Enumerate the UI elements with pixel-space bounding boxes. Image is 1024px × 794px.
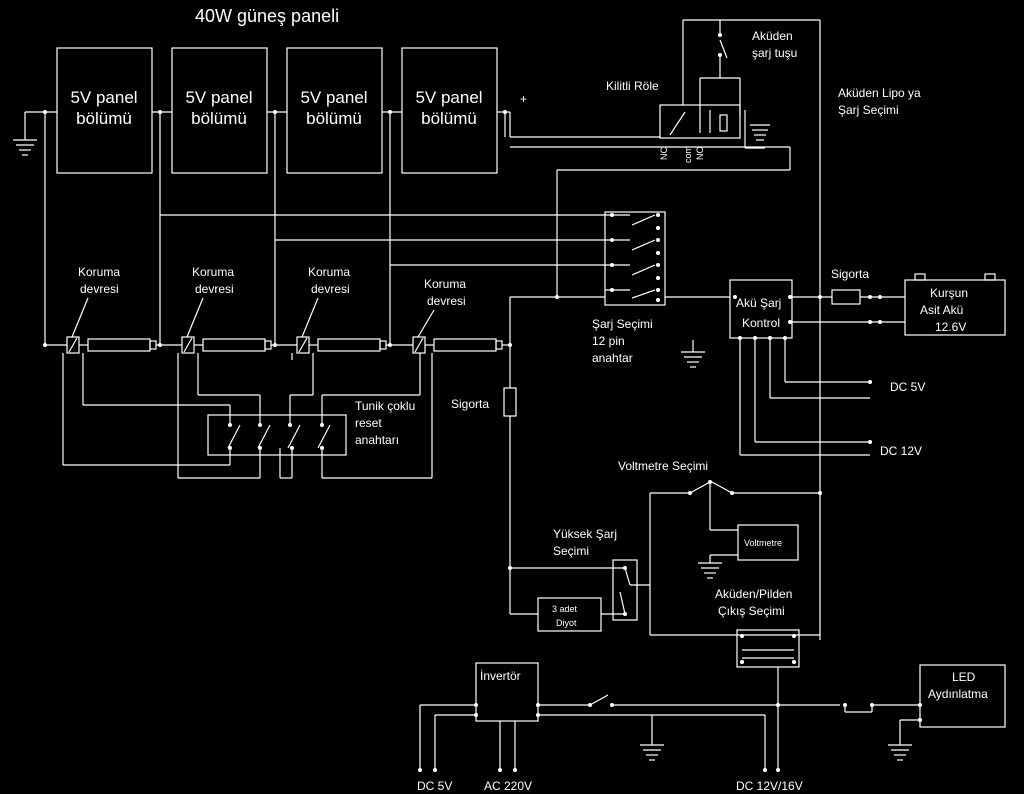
charge-selection-line2: 12 pin xyxy=(592,334,625,348)
diagram-title: 40W güneş paneli xyxy=(195,6,339,26)
panel-label-line1: 5V panel xyxy=(70,88,137,107)
devresi-label: devresi xyxy=(195,282,234,296)
devresi-label: devresi xyxy=(80,282,119,296)
charge-controller-line2: Kontrol xyxy=(742,316,780,330)
lead-acid-battery: Kurşun Asit Akü 12.6V xyxy=(870,273,1006,336)
koruma-label: Koruma xyxy=(192,265,234,279)
charge-selection-switch: Şarj Seçimi 12 pin anahtar xyxy=(509,211,730,365)
panel-label-line1: 5V panel xyxy=(415,88,482,107)
junction-dots xyxy=(43,33,922,772)
protection-labels: Koruma devresi Koruma devresi Koruma dev… xyxy=(78,265,466,308)
devresi-label: devresi xyxy=(427,294,466,308)
panel-section-1: 5V panel bölümü xyxy=(56,47,153,174)
inverter-label: İnvertör xyxy=(480,669,521,683)
panel-label-line1: 5V panel xyxy=(185,88,252,107)
bottom-ac220v-label: AC 220V xyxy=(484,779,532,793)
voltmeter-selection: Voltmetre Seçimi Voltmetre xyxy=(618,459,820,636)
charge-selection-line1: Şarj Seçimi xyxy=(592,317,653,331)
diode-label-line1: 3 adet xyxy=(552,604,578,614)
panel-label-line2: bölümü xyxy=(76,109,132,128)
fuse-right: Sigorta xyxy=(831,267,905,305)
latching-relay: Kilitli Röle NC com xyxy=(556,19,821,640)
panel-section-2: 5V panel bölümü xyxy=(171,47,268,174)
high-charge-selection: Yüksek Şarj Seçimi 3 adet Diyot xyxy=(509,527,650,632)
reset-label-line2: reset xyxy=(355,416,382,430)
charge-controller-line1: Akü Şarj xyxy=(736,296,781,310)
voltmeter-selection-label: Voltmetre Seçimi xyxy=(618,459,708,473)
output-selection-line2: Çıkış Seçimi xyxy=(718,604,785,618)
output-selection: Aküden/Pilden Çıkış Seçimi xyxy=(715,587,800,770)
charge-button-label-line2: şarj tuşu xyxy=(752,46,797,60)
koruma-label: Koruma xyxy=(424,277,466,291)
diode-label-line2: Diyot xyxy=(556,618,577,628)
devresi-label: devresi xyxy=(311,282,350,296)
panel-wiring xyxy=(25,111,790,346)
ground-icon xyxy=(13,112,37,156)
voltmeter-label: Voltmetre xyxy=(744,538,782,548)
panel-section-4: 5V panel bölümü xyxy=(401,47,498,174)
battery-label-line3: 12.6V xyxy=(935,320,966,334)
led-lighting: LED Aydınlatma xyxy=(844,664,1006,761)
high-charge-line2: Seçimi xyxy=(553,544,589,558)
ground-icon xyxy=(681,340,705,368)
fuse-right-label: Sigorta xyxy=(831,267,869,281)
battery-label-line1: Kurşun xyxy=(930,286,968,300)
battery-label-line2: Asit Akü xyxy=(920,303,963,317)
charge-button-label-line1: Aküden xyxy=(752,29,793,43)
battery-charge-controller: Akü Şarj Kontrol xyxy=(729,279,870,456)
led-label-line1: LED xyxy=(952,670,976,684)
panel-label-line2: bölümü xyxy=(421,109,477,128)
koruma-label: Koruma xyxy=(308,265,350,279)
koruma-label: Koruma xyxy=(78,265,120,279)
bottom-dc12v16v-label: DC 12V/16V xyxy=(736,779,803,793)
relay-pin-nc: NC xyxy=(659,147,669,160)
dc12v-output-label: DC 12V xyxy=(880,444,922,458)
reset-label-line3: anahtarı xyxy=(355,433,399,447)
panel-label-line2: bölümü xyxy=(306,109,362,128)
high-charge-line1: Yüksek Şarj xyxy=(553,527,617,541)
plus-sign: + xyxy=(520,92,527,106)
fuse-label: Sigorta xyxy=(451,397,489,411)
panel-label-line1: 5V panel xyxy=(300,88,367,107)
relay-pin-com: com xyxy=(683,146,693,163)
bottom-dc5v-label: DC 5V xyxy=(417,779,452,793)
output-selection-line1: Aküden/Pilden xyxy=(715,587,792,601)
panel-label-line2: bölümü xyxy=(191,109,247,128)
reset-switch: Tunik çoklu reset anahtarı xyxy=(62,353,433,479)
fuse-left: Sigorta xyxy=(451,345,517,568)
led-label-line2: Aydınlatma xyxy=(928,687,988,701)
lipo-selection-line1: Aküden Lipo ya xyxy=(838,86,921,100)
inverter: İnvertör xyxy=(419,662,840,770)
reset-label-line1: Tunik çoklu xyxy=(355,399,415,413)
dc5v-output-label: DC 5V xyxy=(890,380,925,394)
panel-section-3: 5V panel bölümü xyxy=(286,47,383,174)
relay-label: Kilitli Röle xyxy=(606,79,659,93)
charge-selection-line3: anahtar xyxy=(592,351,633,365)
lipo-selection-line2: Şarj Seçimi xyxy=(838,103,899,117)
relay-pin-no: NO xyxy=(695,147,705,161)
